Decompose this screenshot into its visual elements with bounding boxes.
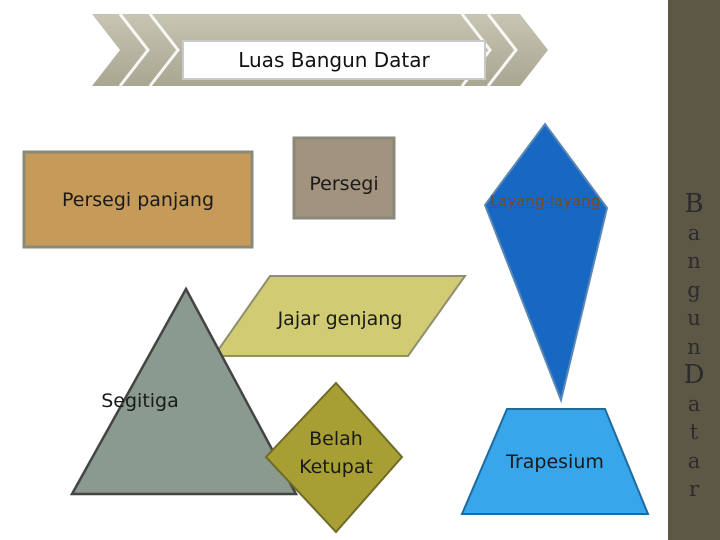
square-shape xyxy=(292,136,396,220)
side-letter: a xyxy=(687,391,701,416)
side-letter: u xyxy=(687,306,701,330)
side-letter: B xyxy=(684,189,704,219)
triangle-shape xyxy=(69,286,299,496)
rectangle-shape xyxy=(22,150,254,249)
side-letter: r xyxy=(688,477,700,501)
side-letter: n xyxy=(687,249,701,273)
side-letter: a xyxy=(687,220,701,245)
diagram-title: Luas Bangun Datar xyxy=(182,40,486,80)
rhombus-shape xyxy=(264,381,404,534)
side-letter: a xyxy=(687,448,701,473)
trapezoid-shape xyxy=(460,408,650,515)
square-label: Persegi xyxy=(309,173,379,195)
side-letter: g xyxy=(687,277,701,302)
rectangle-label: Persegi panjang xyxy=(61,189,215,211)
side-letter: t xyxy=(689,420,699,444)
rhombus-label-line1: Belah xyxy=(309,428,363,450)
side-letter: D xyxy=(683,360,705,390)
trapezoid-label: Trapesium xyxy=(506,451,604,473)
parallelogram-label: Jajar genjang xyxy=(277,308,403,330)
rhombus-label-line2: Ketupat xyxy=(299,456,373,478)
kite-label: Layang-layang xyxy=(489,192,601,210)
parallelogram-shape xyxy=(212,275,467,357)
side-bar xyxy=(668,0,720,540)
triangle-label: Segitiga xyxy=(101,390,179,412)
side-letter: n xyxy=(687,334,701,359)
side-vertical-text: B a n g u n D a t a r xyxy=(668,190,720,504)
kite-shape xyxy=(483,122,609,404)
